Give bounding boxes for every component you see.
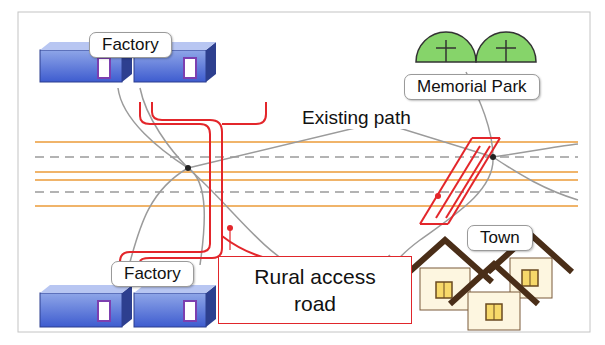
path-label: Existing path (299, 107, 414, 129)
leader-line (229, 228, 230, 250)
factory-icon (40, 285, 216, 327)
marker-dot (435, 193, 441, 199)
frame (18, 12, 590, 332)
factory-label: Factory (111, 261, 194, 287)
node-text: Factory (124, 264, 181, 284)
node-text: Memorial Park (417, 77, 527, 97)
memorial-park-label: Memorial Park (404, 74, 540, 100)
existing-paths (118, 72, 578, 277)
marker-dot (227, 225, 233, 231)
memorial-domes (416, 32, 536, 62)
rural-road-callout: Rural access road (218, 256, 412, 324)
factory-label: Factory (89, 32, 172, 58)
node-text: Factory (102, 35, 159, 55)
junction-dot (185, 165, 191, 171)
highway (35, 142, 578, 206)
town-label: Town (467, 225, 533, 251)
node-text: Rural access road (236, 263, 394, 317)
node-text: Town (480, 228, 520, 248)
